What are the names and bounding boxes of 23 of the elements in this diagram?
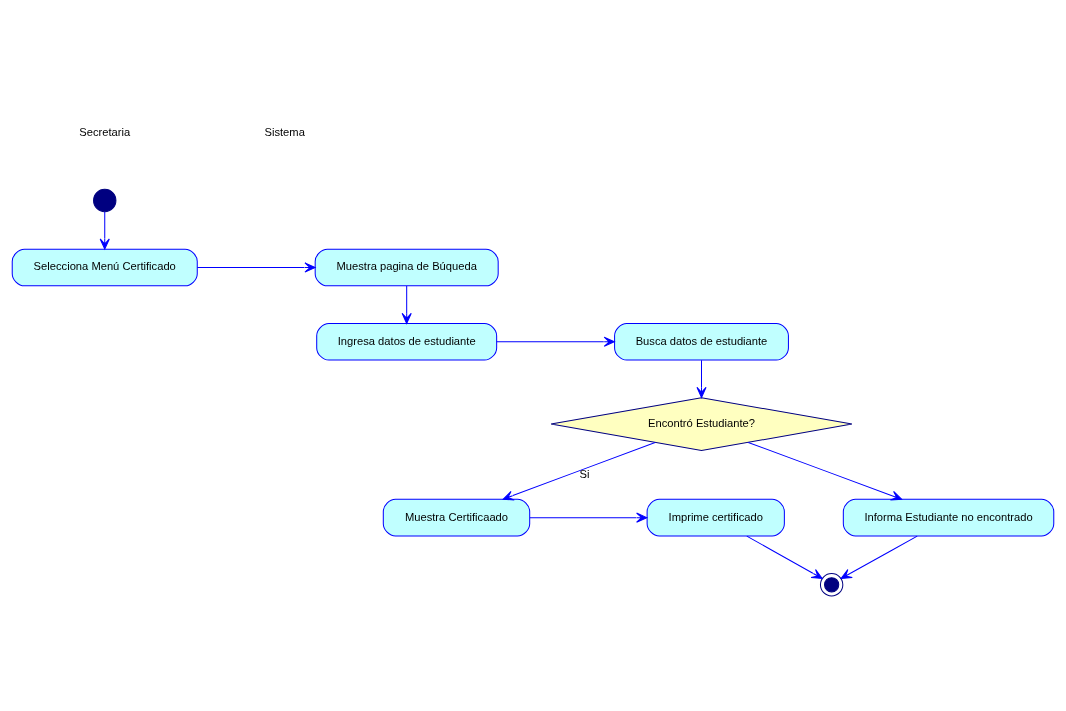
node-box: Ingresa datos de estudiante <box>316 322 498 361</box>
node-box: Busca datos de estudiante <box>614 322 789 361</box>
arrow <box>99 211 110 250</box>
node-box: Imprime certificado <box>646 498 785 537</box>
arrow <box>840 535 918 579</box>
node-box: Informa Estudiante no encontrado <box>842 498 1055 537</box>
arrow <box>529 512 648 523</box>
label: Sistema <box>264 126 305 139</box>
node-box: Muestra pagina de Búqueda <box>314 248 499 287</box>
node-box: Selecciona Menú Certificado <box>11 248 198 287</box>
arrow <box>747 441 903 501</box>
label: Secretaria <box>79 126 131 139</box>
node-circle <box>819 573 844 597</box>
arrow <box>401 285 412 324</box>
arrow <box>496 336 615 347</box>
arrow <box>696 359 707 398</box>
edge-label: Si <box>579 467 590 480</box>
node-box: Muestra Certificaado <box>382 498 531 537</box>
node-circle <box>93 188 117 213</box>
node-diamond: Encontró Estudiante? <box>550 397 853 452</box>
arrow <box>746 535 823 579</box>
arrow <box>502 441 656 501</box>
arrow <box>196 262 316 273</box>
